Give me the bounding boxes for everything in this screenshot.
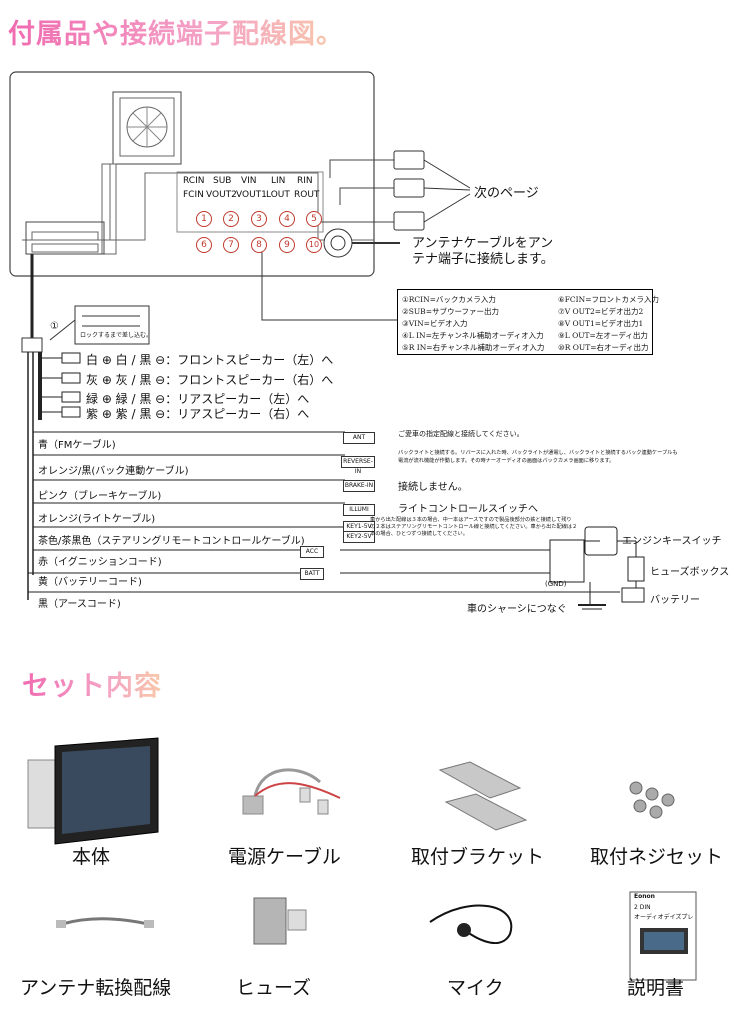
contents-illustrations xyxy=(27,737,697,981)
wire-black: 黒（アースコード) xyxy=(38,599,121,610)
wire-blue: 青（FMケーブル) xyxy=(38,440,116,451)
relay-block xyxy=(549,539,585,583)
port-7: 7 xyxy=(223,237,239,253)
brake-note: 接続しません。 xyxy=(398,482,468,493)
wire-orange-black: オレンジ/黒(バック連動ケーブル) xyxy=(38,466,189,477)
port-10: 10 xyxy=(306,237,322,253)
port-4: 4 xyxy=(279,211,295,227)
ant-note: ご愛車の指定配線と接続してください。 xyxy=(398,430,524,438)
chassis-label: 車のシャーシにつなぐ xyxy=(467,604,567,615)
manual-brand: Eonon xyxy=(634,893,655,900)
key-note-3: 本の場合、ひとつずつ接続してください。 xyxy=(370,531,468,537)
reverse-note-1: バックライトと接続する。リバースに入れた時、バックライトが通電し、バックライトと… xyxy=(398,450,678,456)
port-8: 8 xyxy=(251,237,267,253)
screw-set-image xyxy=(629,781,675,819)
legend-item: ⑤R IN=右チャンネル補助オーディオ入力 xyxy=(402,343,545,352)
bracket-image xyxy=(438,761,528,831)
port-label-fcin: FCIN xyxy=(183,190,204,200)
port-label-vout2: VOUT2 xyxy=(206,190,237,200)
key-note-2: の２本はステアリングリモートコントロール線と接続してください。車から出た配線は２ xyxy=(370,524,578,530)
item-bracket: 取付ブラケット xyxy=(411,846,545,868)
legend-item: ②SUB=サブウーファー出力 xyxy=(402,307,500,316)
port-9: 9 xyxy=(279,237,295,253)
speaker-front-right: 灰 ⊕ 灰 / 黒 ⊖：フロントスピーカー（右）へ xyxy=(86,373,334,387)
wiring-title: 付属品や接続端子配線図。 xyxy=(8,12,344,51)
port-label-rout: ROUT xyxy=(294,190,320,200)
port-label-vout1: VOUT1 xyxy=(236,190,267,200)
illumi-note: ライトコントロールスイッチへ xyxy=(398,504,538,515)
port-6: 6 xyxy=(196,237,212,253)
wire-yellow: 黄（バッテリーコード) xyxy=(38,577,142,588)
lock-illustration xyxy=(74,305,150,345)
tag-brake: BRAKE-IN xyxy=(343,480,375,492)
speaker-rear-right: 紫 ⊕ 紫 / 黒 ⊖：リアスピーカー（右）へ xyxy=(86,407,310,421)
tag-key2: KEY2-5V xyxy=(343,531,375,543)
item-screw-set: 取付ネジセット xyxy=(590,846,724,868)
item-fuse: ヒューズ xyxy=(236,977,312,999)
legend-item: ⑦V OUT2=ビデオ出力2 xyxy=(558,307,644,316)
port-label-vin: VIN xyxy=(241,176,257,186)
wire-red: 赤（イグニッションコード) xyxy=(38,557,162,568)
port-1: 1 xyxy=(196,211,212,227)
power-cable-image xyxy=(242,768,341,815)
tag-acc: ACC xyxy=(300,546,324,558)
port-label-sub: SUB xyxy=(213,176,232,186)
speaker-rear-left: 緑 ⊕ 緑 / 黒 ⊖：リアスピーカー（左）へ xyxy=(86,392,310,406)
head-unit-image xyxy=(27,737,159,845)
manual-title-2: オーディオデイズプレ xyxy=(634,914,694,921)
key-note-1: 車から出た配線は３本の場合、中一本はアースですので製品後部分の鉄と接続して残り xyxy=(370,517,572,523)
legend-item: ①RCIN=バックカメラ入力 xyxy=(402,295,496,304)
legend-item: ⑥FCIN=フロントカメラ入力 xyxy=(558,295,659,304)
microphone-image xyxy=(429,904,513,945)
port-label-rcin: RCIN xyxy=(183,176,205,186)
contents-title: セット内容 xyxy=(22,664,162,703)
tag-batt: BATT xyxy=(300,568,324,580)
tag-ant: ANT xyxy=(343,432,375,444)
port-2: 2 xyxy=(223,211,239,227)
legend-item: ⑧V OUT1=ビデオ出力1 xyxy=(558,319,644,328)
battery-icon xyxy=(621,587,645,603)
lock-note: ロックするまで差し込む。 xyxy=(80,332,153,339)
item-power-cable: 電源ケーブル xyxy=(228,846,341,868)
item-microphone: マイク xyxy=(447,977,504,999)
fuse-image xyxy=(253,897,307,945)
port-5: 5 xyxy=(306,211,322,227)
legend-item: ④L IN=左チャンネル補助オーディオ入力 xyxy=(402,331,544,340)
item-manual: 説明書 xyxy=(627,977,685,999)
port-label-rin: RIN xyxy=(297,176,313,186)
next-page-label: 次のページ xyxy=(474,186,539,201)
wire-brown: 茶色/茶黒色（ステアリングリモートコントロールケーブル) xyxy=(38,536,305,547)
port-3: 3 xyxy=(251,211,267,227)
main-connector xyxy=(25,221,105,255)
fuse-box-label: ヒューズボックス xyxy=(650,567,730,578)
item-head-unit: 本体 xyxy=(72,846,111,868)
antenna-note-2: テナ端子に接続します。 xyxy=(412,252,554,267)
port-label-lin: LIN xyxy=(271,176,286,186)
legend-item: ⑩R OUT=右オーディ出力 xyxy=(558,343,649,352)
port-legend: ①RCIN=バックカメラ入力 ⑥FCIN=フロントカメラ入力 ②SUB=サブウー… xyxy=(397,289,659,355)
battery-label: バッテリー xyxy=(650,595,700,606)
wire-pink: ピンク（ブレーキケーブル) xyxy=(38,491,162,502)
legend-item: ③VIN=ビデオ入力 xyxy=(402,319,468,328)
reverse-note-2: 電流が流れ機能が作動します。その時ナーオーディオの画面はバックカメラ画面に移りま… xyxy=(398,458,615,464)
speaker-front-left: 白 ⊕ 白 / 黒 ⊖：フロントスピーカー（左）へ xyxy=(86,353,334,367)
manual-title-1: 2 DIN xyxy=(634,904,651,911)
engine-key-label: エンジンキースイッチ xyxy=(622,536,722,547)
fan-box xyxy=(112,91,182,165)
wire-orange: オレンジ(ライトケーブル) xyxy=(38,514,156,525)
manual-image xyxy=(629,891,697,981)
legend-item: ⑨L OUT=左オーディ出力 xyxy=(558,331,648,340)
antenna-note-1: アンテナケーブルをアン xyxy=(412,236,554,251)
tag-illumi: ILLUMI xyxy=(343,504,375,516)
port-panel xyxy=(176,171,324,233)
fuse-box-icon xyxy=(627,556,645,582)
item-antenna-adapter: アンテナ転換配線 xyxy=(20,977,172,999)
port-label-lout: LOUT xyxy=(266,190,290,200)
gnd-label: (GND) xyxy=(545,580,567,588)
antenna-adapter-image xyxy=(56,917,154,928)
tag-reverse: REVERSE-IN xyxy=(341,456,375,475)
connector-number: ① xyxy=(50,321,59,332)
